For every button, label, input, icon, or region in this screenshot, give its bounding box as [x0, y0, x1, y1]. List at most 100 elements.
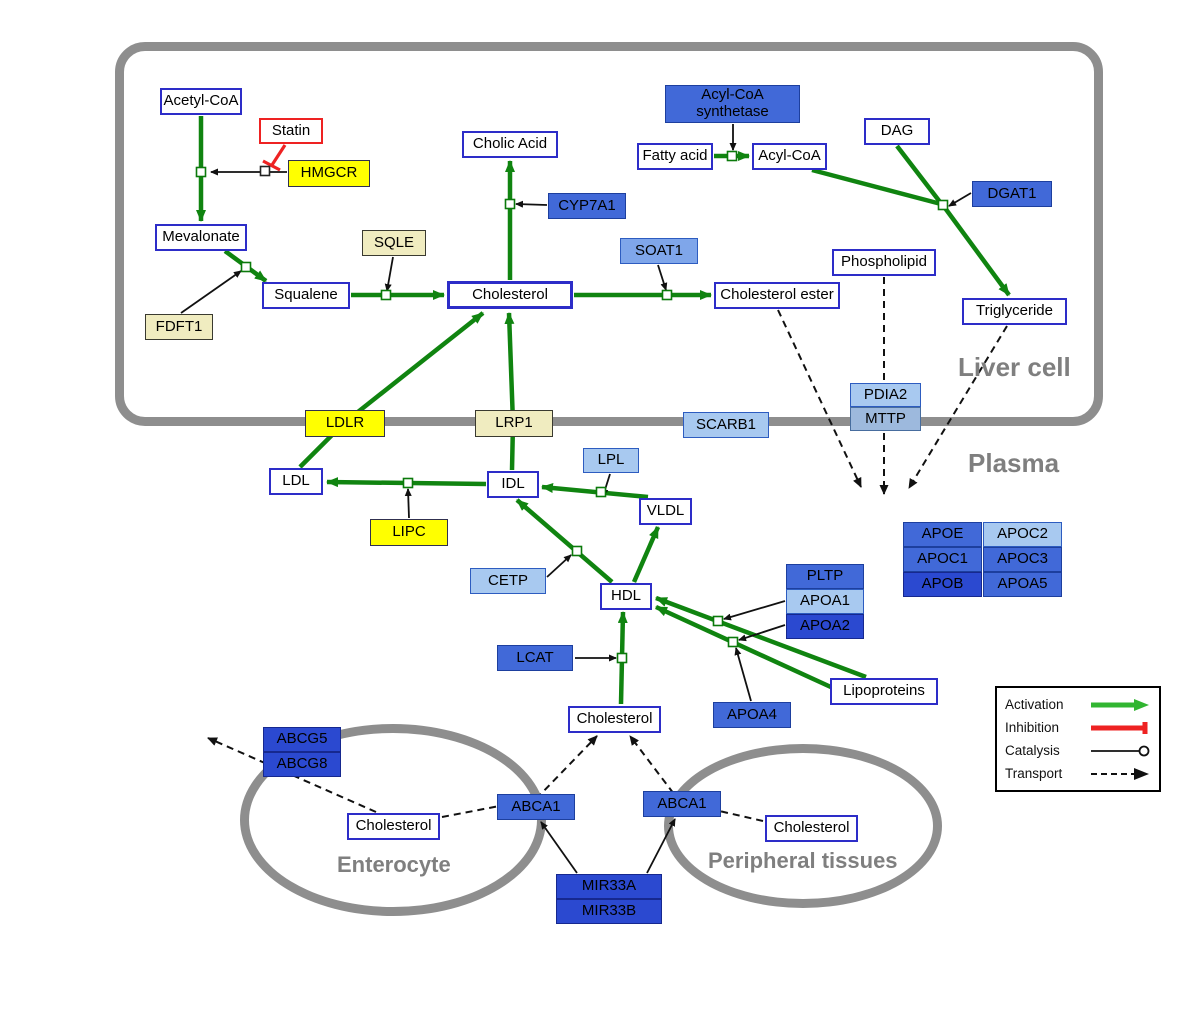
anchor-point — [616, 652, 628, 664]
edge-apoa4-catalysis — [734, 647, 752, 702]
anchor-point — [712, 615, 724, 627]
node-mttp[interactable]: MTTP — [850, 407, 921, 431]
edge-acylcoa-dgat1-junction — [811, 167, 942, 207]
node-mir33a[interactable]: MIR33A — [556, 874, 662, 899]
edge-triglyceride-transport — [908, 325, 1008, 489]
peripheral-tissues-label: Peripheral tissues — [708, 848, 898, 873]
node-ldl[interactable]: LDL — [269, 468, 323, 495]
edge-mir33-abca1-right — [646, 818, 676, 874]
edge-apoa1-catalysis — [723, 600, 786, 621]
node-mevalonate[interactable]: Mevalonate — [155, 224, 247, 251]
legend-row-catalysis: Catalysis — [1005, 743, 1151, 759]
edge-statin-inhibition — [270, 144, 287, 166]
node-cholesterol-liver[interactable]: Cholesterol — [447, 281, 573, 309]
legend-row-activation: Activation — [1005, 697, 1151, 713]
anchor-point — [195, 166, 207, 178]
node-cholesterol-enterocyte[interactable]: Cholesterol — [347, 813, 440, 840]
node-mir33b[interactable]: MIR33B — [556, 899, 662, 924]
node-cholesterol-ester[interactable]: Cholesterol ester — [714, 282, 840, 309]
node-lrp1[interactable]: LRP1 — [475, 410, 553, 437]
node-apoa5[interactable]: APOA5 — [983, 572, 1062, 597]
node-apob[interactable]: APOB — [903, 572, 982, 597]
node-apoc3[interactable]: APOC3 — [983, 547, 1062, 572]
node-abcg8[interactable]: ABCG8 — [263, 752, 341, 777]
node-cholesterol-peripheral[interactable]: Cholesterol — [765, 815, 858, 842]
node-ldlr[interactable]: LDLR — [305, 410, 385, 437]
legend-label-transport: Transport — [1005, 766, 1063, 781]
node-apoc2[interactable]: APOC2 — [983, 522, 1062, 547]
node-apoa1[interactable]: APOA1 — [786, 589, 864, 614]
node-squalene[interactable]: Squalene — [262, 282, 350, 309]
enterocyte-compartment — [240, 724, 546, 916]
node-abca1-left[interactable]: ABCA1 — [497, 794, 575, 820]
anchor-point — [240, 261, 252, 273]
node-acyl-coa-synthetase[interactable]: Acyl-CoA synthetase — [665, 85, 800, 123]
node-acetyl-coa[interactable]: Acetyl-CoA — [160, 88, 242, 115]
node-cyp7a1[interactable]: CYP7A1 — [548, 193, 626, 219]
node-lipoproteins[interactable]: Lipoproteins — [830, 678, 938, 705]
node-cholesterol-plasma[interactable]: Cholesterol — [568, 706, 661, 733]
node-fdft1[interactable]: FDFT1 — [145, 314, 213, 340]
node-statin[interactable]: Statin — [259, 118, 323, 144]
node-vldl[interactable]: VLDL — [639, 498, 692, 525]
anchor-point — [595, 486, 607, 498]
node-apoe[interactable]: APOE — [903, 522, 982, 547]
edge-ldl-cholesterol-via-ldlr — [298, 311, 485, 469]
liver-cell-compartment — [115, 42, 1103, 426]
anchor-point — [504, 198, 516, 210]
node-abcg5[interactable]: ABCG5 — [263, 727, 341, 752]
node-apoa4[interactable]: APOA4 — [713, 702, 791, 728]
inhibition-tbar-icon — [1091, 721, 1148, 734]
activation-arrow-icon — [1091, 698, 1149, 711]
node-apoa2[interactable]: APOA2 — [786, 614, 864, 639]
node-dgat1[interactable]: DGAT1 — [972, 181, 1052, 207]
node-hmgcr[interactable]: HMGCR — [288, 160, 370, 187]
node-soat1[interactable]: SOAT1 — [620, 238, 698, 264]
edge-fdft1-catalysis — [180, 270, 242, 314]
node-lcat[interactable]: LCAT — [497, 645, 573, 671]
edge-cholesterolester-transport — [777, 309, 862, 488]
edge-cyp7a1-catalysis — [515, 200, 548, 208]
anchor-point — [402, 477, 414, 489]
peripheral-tissues-compartment — [664, 744, 942, 908]
edge-mir33-abca1-left — [540, 821, 578, 874]
edge-statin-inhibition-bar — [262, 159, 281, 172]
node-pltp[interactable]: PLTP — [786, 564, 864, 589]
node-cetp[interactable]: CETP — [470, 568, 546, 594]
anchor-point — [937, 199, 949, 211]
node-fatty-acid[interactable]: Fatty acid — [637, 143, 713, 170]
node-triglyceride[interactable]: Triglyceride — [962, 298, 1067, 325]
edge-lipc-catalysis — [404, 488, 412, 519]
anchor-point — [380, 289, 392, 301]
edge-vldl-idl — [541, 483, 649, 500]
node-dag[interactable]: DAG — [864, 118, 930, 145]
node-lpl[interactable]: LPL — [583, 448, 639, 473]
edge-dgat1-catalysis — [948, 192, 972, 207]
legend: Activation Inhibition Catalysis Transpor… — [995, 686, 1161, 792]
node-sqle[interactable]: SQLE — [362, 230, 426, 256]
node-cholic-acid[interactable]: Cholic Acid — [462, 131, 558, 158]
node-apoc1[interactable]: APOC1 — [903, 547, 982, 572]
node-abca1-right[interactable]: ABCA1 — [643, 791, 721, 817]
node-lipc[interactable]: LIPC — [370, 519, 448, 546]
edge-junction-triglyceride — [943, 206, 1011, 297]
edge-dag-dgat1-junction — [895, 144, 942, 204]
node-acyl-coa[interactable]: Acyl-CoA — [752, 143, 827, 170]
edge-soat1-catalysis — [657, 264, 668, 291]
node-phospholipid[interactable]: Phospholipid — [832, 249, 936, 276]
transport-dashed-arrow-icon — [1091, 767, 1149, 780]
anchor-point — [726, 150, 738, 162]
legend-label-inhibition: Inhibition — [1005, 720, 1060, 735]
anchor-point — [259, 165, 271, 177]
node-pdia2[interactable]: PDIA2 — [850, 383, 921, 407]
node-scarb1[interactable]: SCARB1 — [683, 412, 769, 438]
edge-lipoproteins-hdl-2 — [655, 604, 834, 691]
edge-idl-cholesterol-via-lrp1 — [504, 312, 516, 471]
node-idl[interactable]: IDL — [487, 471, 539, 498]
edge-cetp-catalysis — [546, 554, 572, 578]
node-hdl[interactable]: HDL — [600, 583, 652, 610]
catalysis-circle-icon — [1091, 745, 1150, 756]
edge-lipoproteins-hdl-1 — [655, 595, 867, 680]
enterocyte-label: Enterocyte — [337, 852, 451, 877]
